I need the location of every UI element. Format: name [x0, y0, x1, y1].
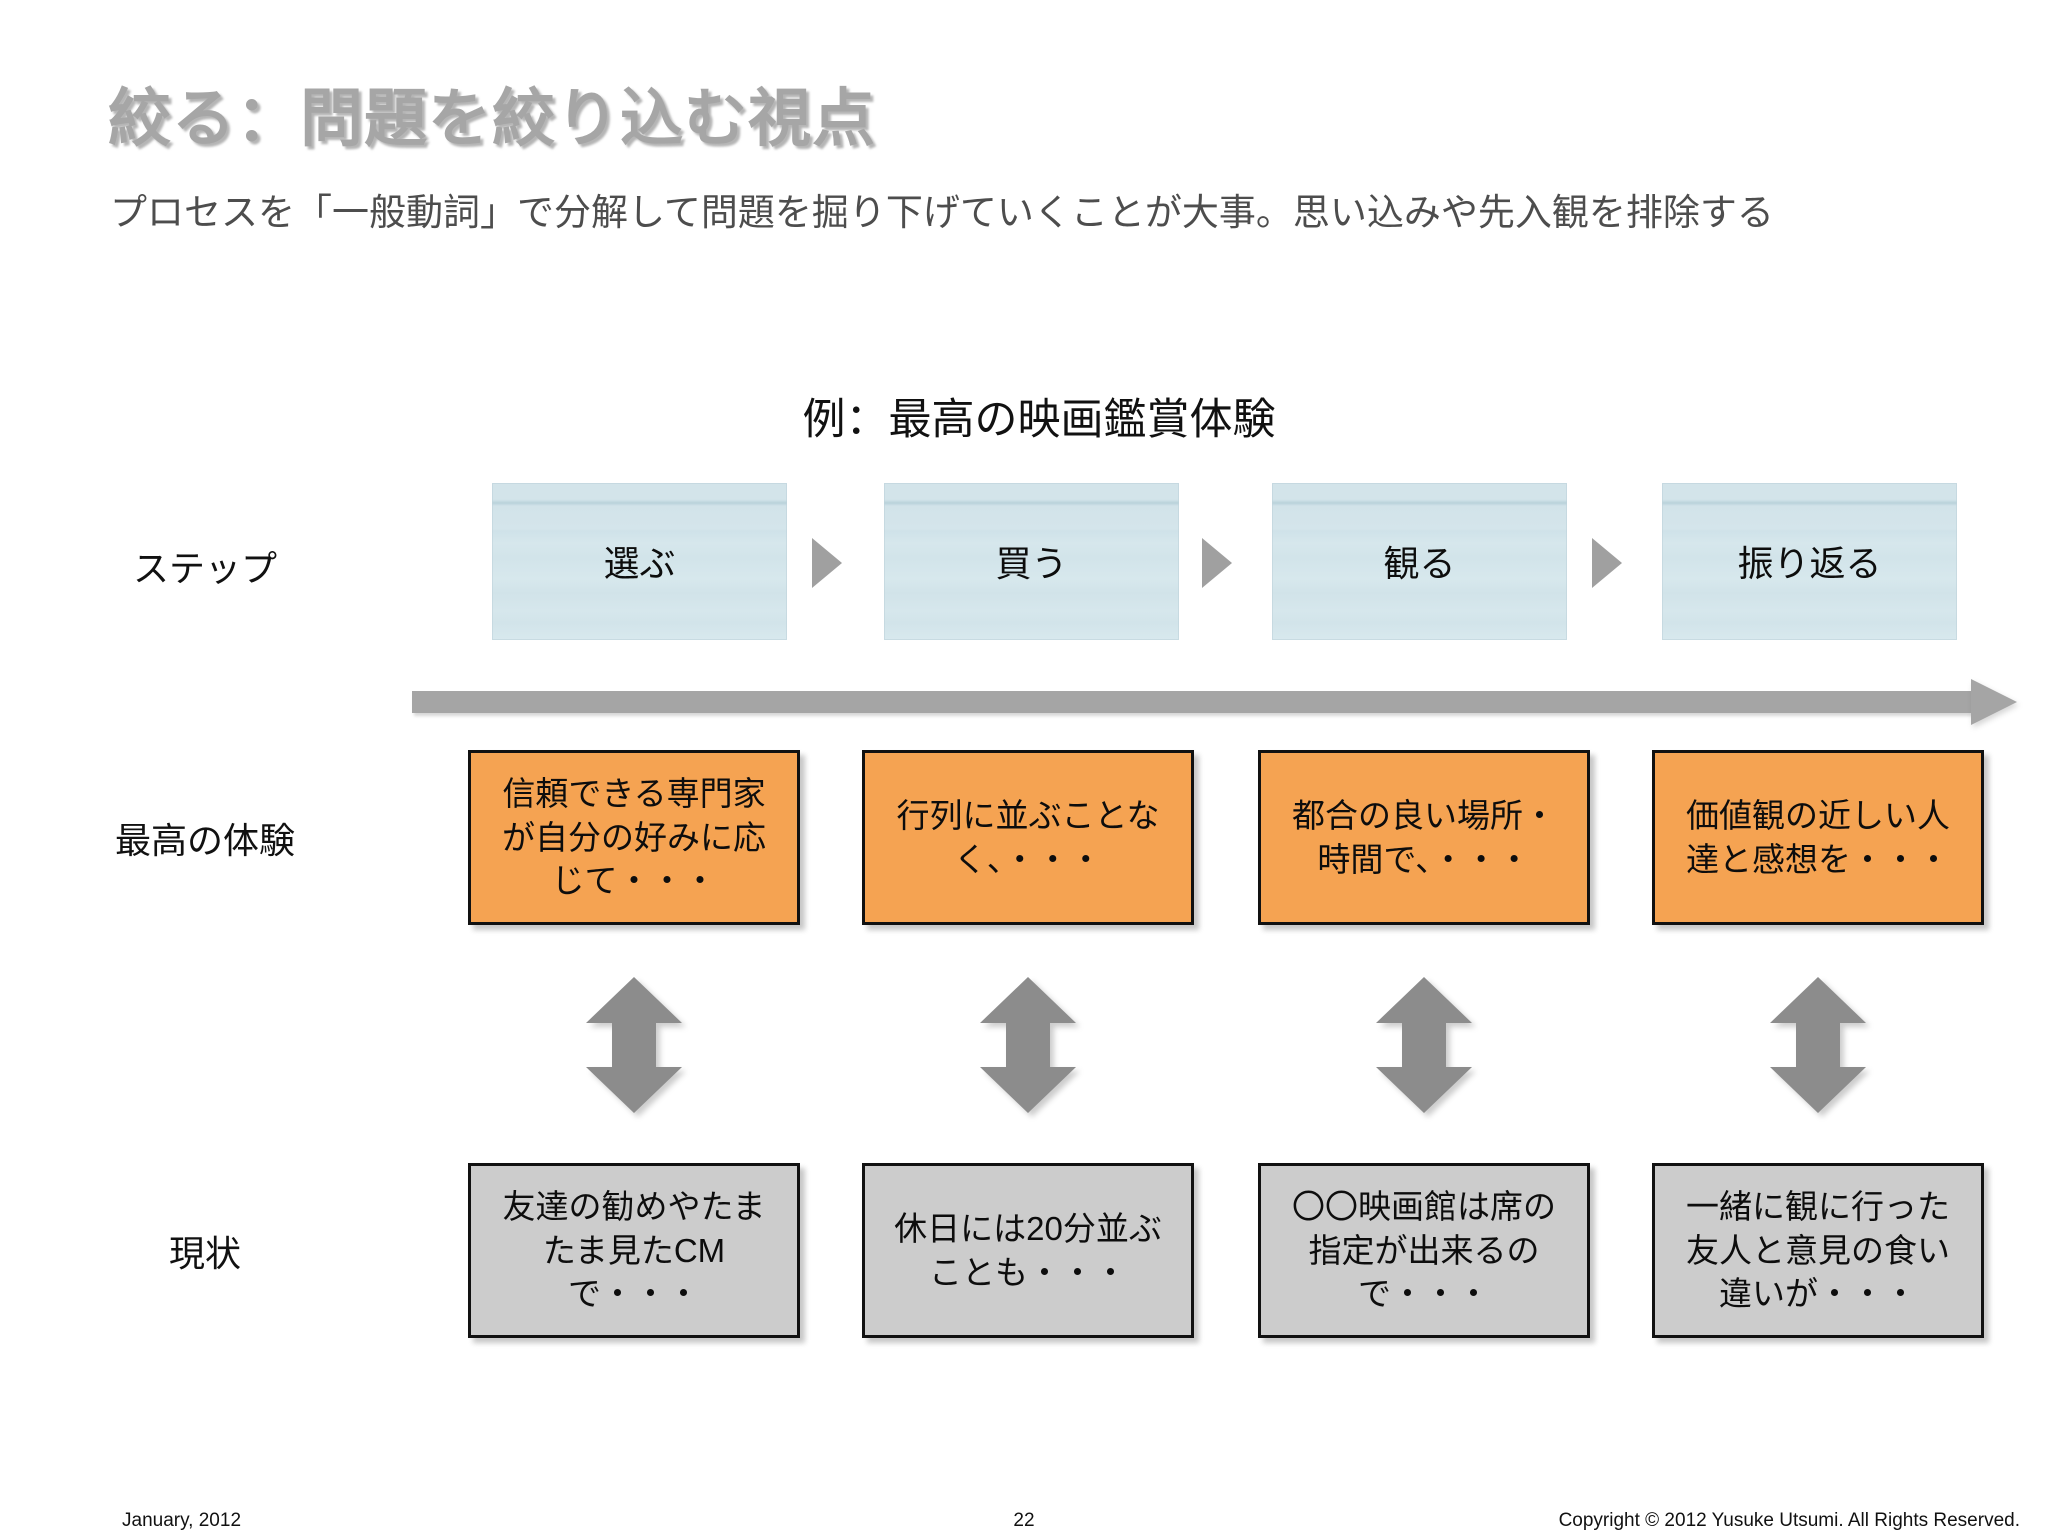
page-subtitle: プロセスを「一般動詞」で分解して問題を掘り下げていくことが大事。思い込みや先入観… — [110, 192, 1774, 233]
best-experience-box-2-text: 行列に並ぶことな く、・・・ — [896, 796, 1160, 878]
best-experience-box-3-text: 都合の良い場所・ 時間で、・・・ — [1292, 796, 1556, 878]
step-box-4-label: 振り返る — [1737, 542, 1882, 584]
example-heading: 例：最高の映画鑑賞体験 — [0, 385, 2048, 447]
footer-copyright: Copyright © 2012 Yusuke Utsumi. All Righ… — [1558, 1510, 2020, 1531]
footer-page-number: 22 — [1013, 1510, 1035, 1531]
step-box-4: 振り返る — [1662, 483, 1957, 640]
double-arrow-vertical-icon-4 — [1762, 975, 1874, 1115]
step-box-2: 買う — [884, 483, 1179, 640]
best-experience-box-4-text: 価値観の近しい人 達と感想を・・・ — [1686, 796, 1950, 878]
step-box-1: 選ぶ — [492, 483, 787, 640]
current-state-box-1: 友達の勧めやたま たま見たCM で・・・ — [468, 1163, 800, 1338]
triangle-right-icon-3 — [1592, 538, 1622, 588]
flow-arrow-shaft — [412, 691, 1972, 713]
flow-arrow-head — [1971, 679, 2017, 725]
best-experience-box-1-text: 信頼できる専門家 が自分の好みに応 じて・・・ — [502, 775, 766, 900]
step-box-2-label: 買う — [995, 542, 1068, 584]
row-label-current-state: 現状 — [168, 1233, 241, 1274]
step-box-1-label: 選ぶ — [603, 542, 676, 584]
current-state-box-3-text: 〇〇映画館は席の 指定が出来るの で・・・ — [1292, 1188, 1556, 1313]
current-state-box-2-text: 休日には20分並ぶ ことも・・・ — [894, 1209, 1162, 1291]
step-box-3-label: 観る — [1383, 542, 1456, 584]
footer-date: January, 2012 — [122, 1510, 242, 1531]
current-state-box-4-text: 一緒に観に行った 友人と意見の食い 違いが・・・ — [1686, 1188, 1950, 1313]
best-experience-box-1: 信頼できる専門家 が自分の好みに応 じて・・・ — [468, 750, 800, 925]
current-state-box-3: 〇〇映画館は席の 指定が出来るの で・・・ — [1258, 1163, 1590, 1338]
triangle-right-icon-1 — [812, 538, 842, 588]
current-state-box-1-text: 友達の勧めやたま たま見たCM で・・・ — [502, 1188, 766, 1313]
best-experience-box-2: 行列に並ぶことな く、・・・ — [862, 750, 1194, 925]
page-title: 絞る：問題を絞り込む視点 — [108, 84, 876, 154]
triangle-right-icon-2 — [1202, 538, 1232, 588]
step-box-3: 観る — [1272, 483, 1567, 640]
double-arrow-vertical-icon-1 — [578, 975, 690, 1115]
current-state-box-2: 休日には20分並ぶ ことも・・・ — [862, 1163, 1194, 1338]
best-experience-box-3: 都合の良い場所・ 時間で、・・・ — [1258, 750, 1590, 925]
double-arrow-vertical-icon-3 — [1368, 975, 1480, 1115]
process-flow-arrow-icon — [412, 679, 2017, 725]
double-arrow-vertical-icon-2 — [972, 975, 1084, 1115]
row-label-best-experience: 最高の体験 — [114, 820, 295, 861]
current-state-box-4: 一緒に観に行った 友人と意見の食い 違いが・・・ — [1652, 1163, 1984, 1338]
row-label-step: ステップ — [132, 548, 277, 589]
example-heading-text: 例：最高の映画鑑賞体験 — [802, 396, 1276, 444]
best-experience-box-4: 価値観の近しい人 達と感想を・・・ — [1652, 750, 1984, 925]
